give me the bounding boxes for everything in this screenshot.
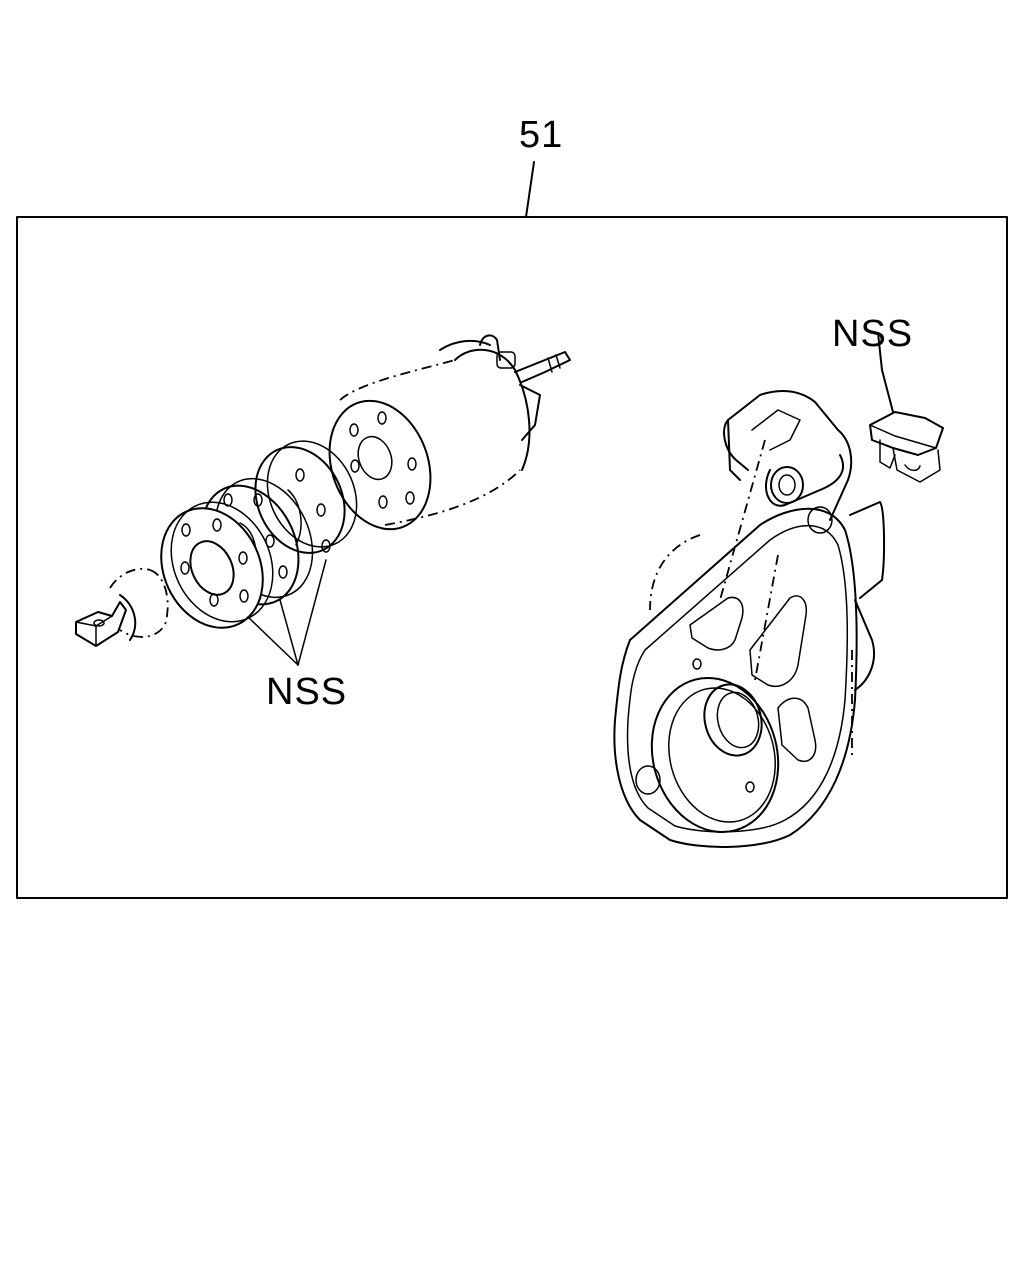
plunger-cap-icon bbox=[75, 567, 169, 647]
nss-callout-left: NSS bbox=[266, 671, 348, 713]
spacer-washers-icon bbox=[160, 440, 358, 666]
brush-clip-icon bbox=[869, 332, 944, 483]
assembly-number-callout: 51 bbox=[519, 114, 564, 156]
drive-housing-icon bbox=[613, 389, 886, 848]
main-leader-line bbox=[525, 161, 535, 218]
nss-callout-right: NSS bbox=[832, 313, 914, 355]
solenoid-body-icon bbox=[328, 334, 571, 531]
assembly-frame bbox=[16, 216, 1008, 899]
